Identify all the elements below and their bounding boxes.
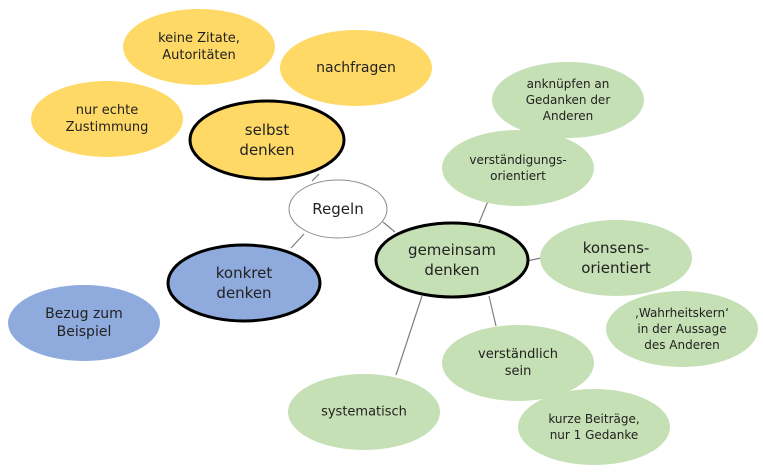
connector-gemeinsam-to-verstaendigung bbox=[478, 200, 489, 224]
node-konkret-denken: konkret denken bbox=[166, 243, 322, 323]
main-node-label-line: gemeinsam bbox=[408, 241, 496, 259]
connector-gemeinsam-to-systematisch bbox=[395, 295, 423, 376]
leaf-node-label-line: orientiert bbox=[490, 169, 546, 183]
leaf-node-ellipse bbox=[518, 389, 670, 465]
leaf-node-label-line: in der Aussage bbox=[637, 322, 726, 336]
main-node-label-line: denken bbox=[216, 284, 271, 302]
main-node-ellipse bbox=[374, 221, 530, 299]
leaf-node-label-line: anknüpfen an bbox=[527, 77, 610, 91]
leaf-node-label-line: des Anderen bbox=[644, 338, 720, 352]
node-systematisch: systematisch bbox=[288, 374, 440, 450]
connector-gemeinsam-to-verstaendlich bbox=[488, 295, 497, 327]
leaf-node-label-line: verständlich bbox=[478, 347, 558, 362]
leaf-node-label-line: orientiert bbox=[581, 259, 651, 277]
leaf-node-label-line: kurze Beiträge, bbox=[548, 412, 639, 426]
main-node-label-line: denken bbox=[424, 261, 479, 279]
connector-center-to-gemeinsam-denken bbox=[382, 221, 396, 233]
connector-center-to-konkret-denken bbox=[290, 233, 305, 249]
leaf-node-label-line: keine Zitate, bbox=[158, 31, 240, 46]
leaf-node-ellipse bbox=[31, 81, 183, 157]
leaf-node-ellipse bbox=[492, 62, 644, 138]
node-selbst-denken: selbst denken bbox=[188, 99, 346, 181]
node-gemeinsam-denken: gemeinsam denken bbox=[374, 221, 530, 299]
leaf-node-ellipse bbox=[8, 285, 160, 361]
node-konsensorientiert: konsens-orientiert bbox=[540, 220, 692, 296]
leaf-node-ellipse bbox=[606, 291, 758, 367]
leaf-node-label-line: Anderen bbox=[543, 109, 593, 123]
center-node-label-line: Regeln bbox=[312, 200, 363, 218]
leaf-node-label-line: konsens- bbox=[583, 239, 650, 257]
leaf-node-label-line: sein bbox=[505, 364, 532, 379]
node-center: Regeln bbox=[288, 179, 388, 239]
node-kurze-beitraege: kurze Beiträge, nur 1 Gedanke bbox=[518, 389, 670, 465]
node-verstaendlich-sein: verständlich sein bbox=[442, 325, 594, 401]
connector-center-to-selbst-denken bbox=[311, 173, 320, 182]
main-node-label-line: denken bbox=[239, 141, 294, 159]
leaf-node-ellipse bbox=[442, 325, 594, 401]
node-wahrheitskern: ‚Wahrheitskern‘ in der Aussage des Anderen bbox=[606, 291, 758, 367]
leaf-node-ellipse bbox=[280, 30, 432, 106]
leaf-node-label-line: ‚Wahrheitskern‘ bbox=[635, 306, 729, 320]
leaf-node-label-line: Autoritäten bbox=[162, 48, 236, 63]
main-node-ellipse bbox=[188, 99, 346, 181]
leaf-node-ellipse bbox=[123, 9, 275, 85]
main-node-label-line: konkret bbox=[216, 264, 273, 282]
leaf-node-ellipse bbox=[540, 220, 692, 296]
leaf-node-label-line: Bezug zum bbox=[45, 306, 123, 322]
leaf-node-label-line: verständigungs- bbox=[469, 153, 566, 167]
node-keine-zitate: keine Zitate, Autoritäten bbox=[123, 9, 275, 85]
center-node-ellipse bbox=[288, 179, 388, 239]
leaf-node-label-line: systematisch bbox=[321, 405, 407, 420]
node-verstaendigungsorientiert: verständigungs-orientiert bbox=[442, 130, 594, 206]
leaf-node-ellipse bbox=[442, 130, 594, 206]
node-nachfragen: nachfragen bbox=[280, 30, 432, 106]
main-node-ellipse bbox=[166, 243, 322, 323]
mind-map-nodes: Regelnselbstdenkenkonkretdenkengemeinsam… bbox=[8, 9, 758, 465]
leaf-node-label-line: Gedanken der bbox=[526, 93, 611, 107]
leaf-node-label-line: nachfragen bbox=[316, 60, 396, 76]
leaf-node-ellipse bbox=[288, 374, 440, 450]
main-node-label-line: selbst bbox=[245, 121, 290, 139]
connector-lines bbox=[290, 173, 542, 376]
leaf-node-label-line: Zustimmung bbox=[66, 120, 149, 135]
leaf-node-label-line: Beispiel bbox=[57, 324, 112, 340]
leaf-node-label-line: nur 1 Gedanke bbox=[550, 428, 639, 442]
leaf-node-label-line: nur echte bbox=[76, 103, 138, 118]
